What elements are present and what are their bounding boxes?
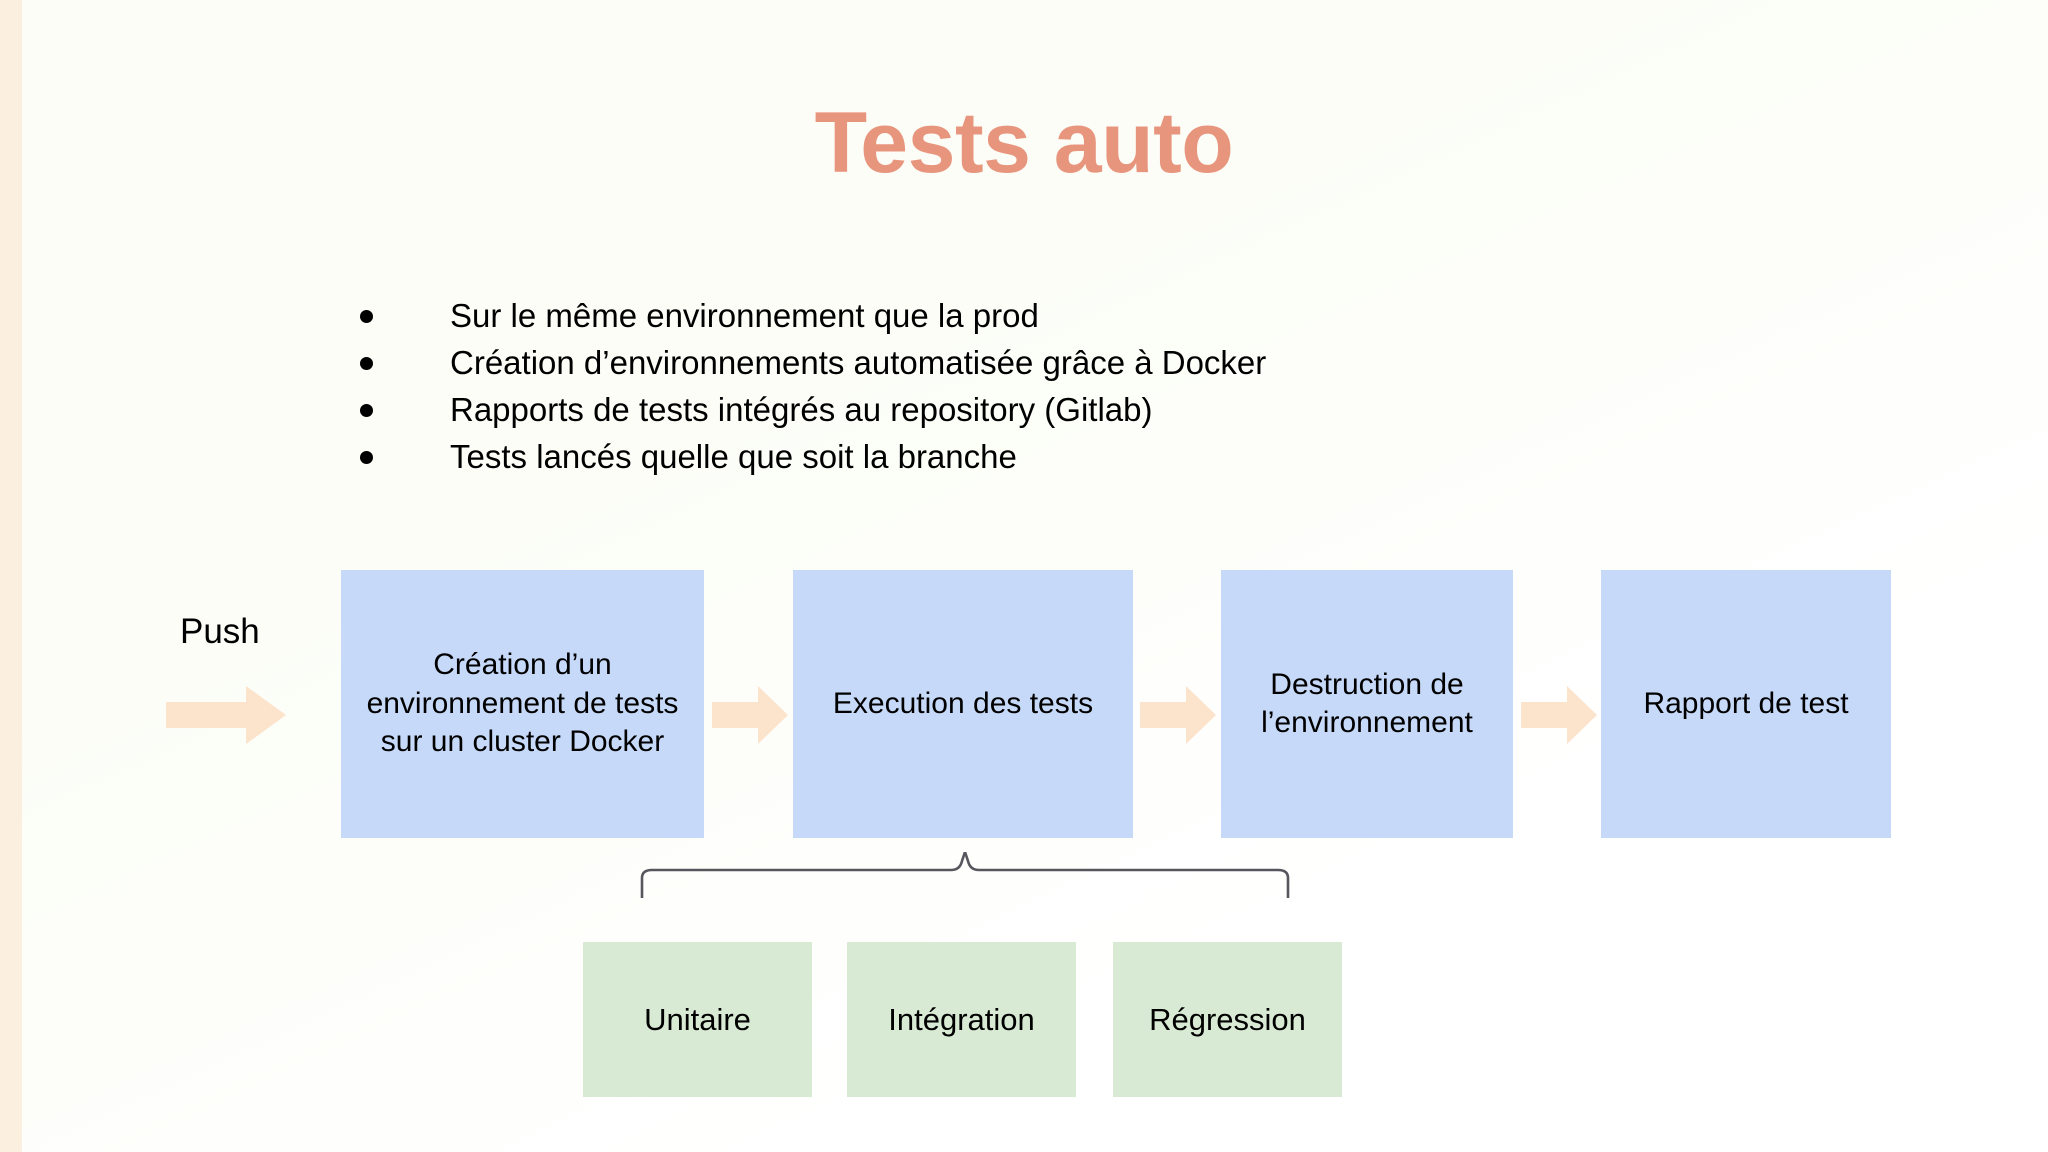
flow-step-box-4: Rapport de test — [1601, 570, 1891, 838]
list-item-label: Rapports de tests intégrés au repository… — [450, 391, 1153, 428]
list-item-label: Tests lancés quelle que soit la branche — [450, 438, 1017, 475]
curly-brace-connector — [640, 850, 1290, 900]
list-item: Tests lancés quelle que soit la branche — [360, 437, 1660, 484]
test-type-box-regression: Régression — [1113, 942, 1342, 1097]
list-item-label: Sur le même environnement que la prod — [450, 297, 1039, 334]
list-item: Création d’environnements automatisée gr… — [360, 343, 1660, 390]
test-type-box-unitaire: Unitaire — [583, 942, 812, 1097]
test-type-label: Unitaire — [644, 1001, 751, 1037]
bullet-dot-icon — [360, 296, 382, 336]
page-title: Tests auto — [814, 95, 1234, 191]
test-type-label: Régression — [1149, 1001, 1306, 1037]
list-item: Sur le même environnement que la prod — [360, 296, 1660, 343]
flow-step-label: Rapport de test — [1643, 686, 1849, 720]
flow-step-box-1: Création d’un environnement de tests sur… — [341, 570, 704, 838]
test-type-label: Intégration — [888, 1001, 1035, 1037]
bullet-list: Sur le même environnement que la prod Cr… — [360, 296, 1660, 484]
test-type-box-integration: Intégration — [847, 942, 1076, 1097]
flow-step-label: Destruction de l’environnement — [1261, 667, 1473, 739]
list-item-label: Création d’environnements automatisée gr… — [450, 344, 1267, 381]
flow-step-label: Execution des tests — [832, 686, 1094, 720]
bullet-dot-icon — [360, 390, 382, 430]
flow-step-box-3: Destruction de l’environnement — [1221, 570, 1513, 838]
flow-trigger-label: Push — [180, 612, 260, 651]
flow-step-label: Création d’un environnement de tests sur… — [366, 648, 679, 759]
list-item: Rapports de tests intégrés au repository… — [360, 390, 1660, 437]
left-accent-stripe — [0, 0, 22, 1152]
flow-step-box-2: Execution des tests — [793, 570, 1133, 838]
bullet-dot-icon — [360, 343, 382, 383]
bullet-dot-icon — [360, 437, 382, 477]
